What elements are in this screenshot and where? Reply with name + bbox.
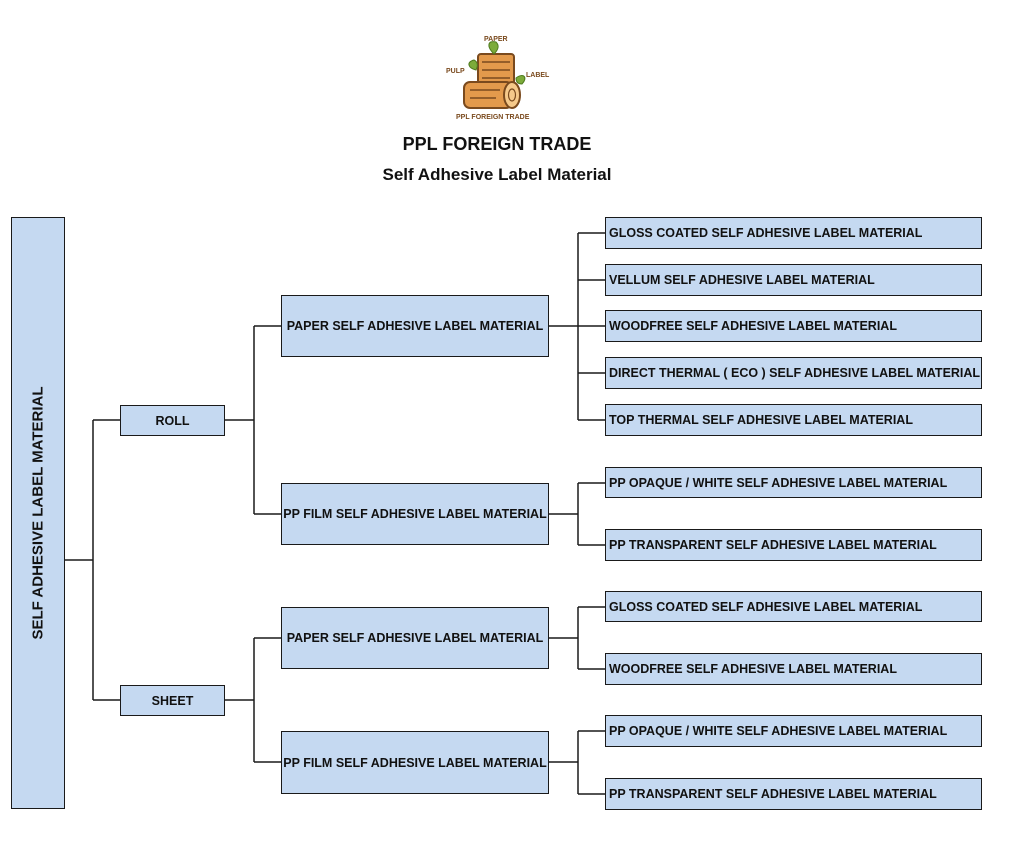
- logo-word-pulp: PULP: [446, 68, 465, 75]
- leaf-node: GLOSS COATED SELF ADHESIVE LABEL MATERIA…: [605, 591, 982, 622]
- leaf-node: PP TRANSPARENT SELF ADHESIVE LABEL MATER…: [605, 778, 982, 810]
- logo-company-name: PPL FOREIGN TRADE: [456, 114, 530, 121]
- leaf-node: TOP THERMAL SELF ADHESIVE LABEL MATERIAL: [605, 404, 982, 436]
- root-node: SELF ADHESIVE LABEL MATERIAL: [11, 217, 65, 809]
- leaf-node: VELLUM SELF ADHESIVE LABEL MATERIAL: [605, 264, 982, 296]
- logo-word-paper: PAPER: [484, 36, 508, 43]
- leaf-node: PP OPAQUE / WHITE SELF ADHESIVE LABEL MA…: [605, 715, 982, 747]
- company-logo: PAPER PULP LABEL PPL FOREIGN TRADE: [440, 32, 552, 124]
- logo-word-label: LABEL: [526, 72, 550, 79]
- leaf-node: PP OPAQUE / WHITE SELF ADHESIVE LABEL MA…: [605, 467, 982, 498]
- root-node-label: SELF ADHESIVE LABEL MATERIAL: [29, 386, 47, 640]
- page-title: PPL FOREIGN TRADE: [402, 134, 592, 154]
- node-roll-paper: PAPER SELF ADHESIVE LABEL MATERIAL: [281, 295, 549, 357]
- leaf-node: DIRECT THERMAL ( ECO ) SELF ADHESIVE LAB…: [605, 357, 982, 389]
- leaf-node: PP TRANSPARENT SELF ADHESIVE LABEL MATER…: [605, 529, 982, 561]
- page-subtitle: Self Adhesive Label Material: [382, 165, 612, 184]
- leaf-node: WOODFREE SELF ADHESIVE LABEL MATERIAL: [605, 653, 982, 685]
- node-sheet: SHEET: [120, 685, 225, 716]
- leaf-node: WOODFREE SELF ADHESIVE LABEL MATERIAL: [605, 310, 982, 342]
- leaf-node: GLOSS COATED SELF ADHESIVE LABEL MATERIA…: [605, 217, 982, 249]
- node-roll: ROLL: [120, 405, 225, 436]
- node-sheet-paper: PAPER SELF ADHESIVE LABEL MATERIAL: [281, 607, 549, 669]
- log-logo-icon: [463, 41, 526, 109]
- node-sheet-ppfilm: PP FILM SELF ADHESIVE LABEL MATERIAL: [281, 731, 549, 794]
- node-roll-ppfilm: PP FILM SELF ADHESIVE LABEL MATERIAL: [281, 483, 549, 545]
